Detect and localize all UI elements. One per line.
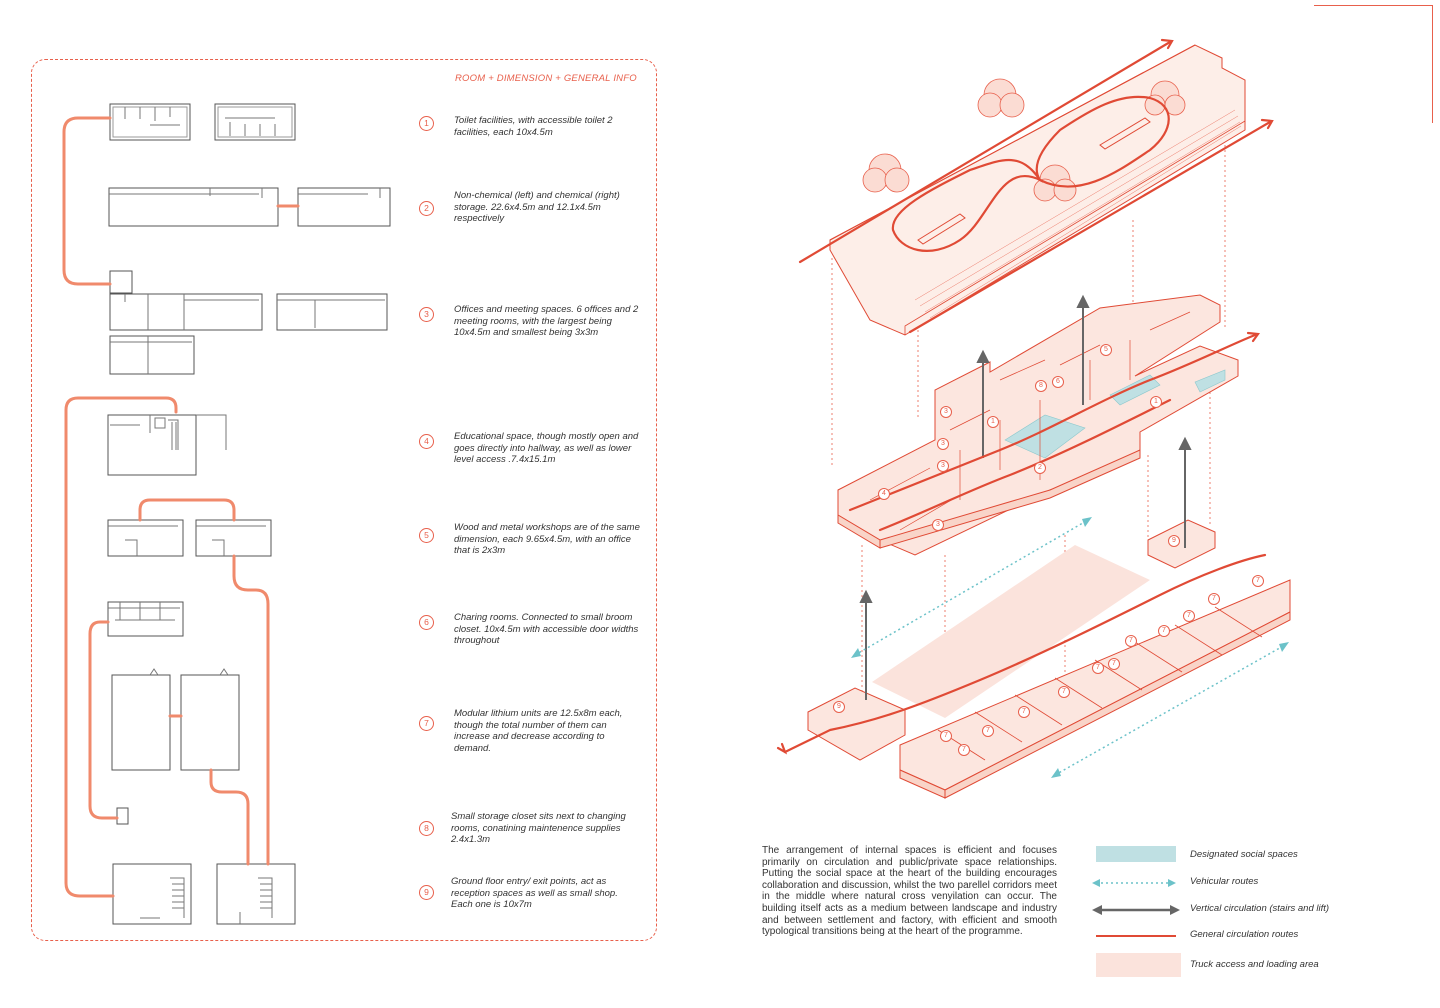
legend-label-vehicular: Vehicular routes xyxy=(1190,876,1259,887)
room-description: Wood and metal workshops are of the same… xyxy=(454,522,640,557)
room-description: Offices and meeting spaces. 6 offices an… xyxy=(454,304,639,339)
room-marker-4: 4 xyxy=(419,434,434,449)
ground-floor-units xyxy=(807,519,1291,799)
room-marker-5: 5 xyxy=(419,528,434,543)
diagram-label: 7 xyxy=(1183,610,1195,622)
plan-education xyxy=(107,414,197,476)
room-description: Toilet facilities, with accessible toile… xyxy=(454,115,613,138)
diagram-label: 7 xyxy=(1208,593,1220,605)
plan-workshop-left xyxy=(107,519,184,557)
diagram-label: 7 xyxy=(1125,635,1137,647)
plan-toilet-left xyxy=(109,103,191,141)
diagram-label: 7 xyxy=(982,725,994,737)
diagram-label: 3 xyxy=(937,460,949,472)
diagram-label: 3 xyxy=(932,519,944,531)
axonometric-diagram xyxy=(776,38,1291,799)
plan-lithium-right xyxy=(180,674,240,771)
diagram-label: 4 xyxy=(878,488,890,500)
diagram-label: 1 xyxy=(987,416,999,428)
vertical-circulation-arrows xyxy=(859,294,1192,700)
plan-closet xyxy=(116,807,129,825)
plan-changing xyxy=(107,601,184,637)
room-number: 5 xyxy=(419,528,434,543)
room-number: 6 xyxy=(419,615,434,630)
room-number: 9 xyxy=(419,885,434,900)
diagram-label: 7 xyxy=(958,744,970,756)
plan-circulation-routes xyxy=(62,116,300,898)
room-number: 3 xyxy=(419,307,434,322)
room-marker-2: 2 xyxy=(419,201,434,216)
plan-lithium-left xyxy=(111,674,171,771)
room-marker-7: 7 xyxy=(419,716,434,731)
room-info-panel xyxy=(31,59,657,941)
plan-offices-main xyxy=(109,293,263,331)
diagram-label: 6 xyxy=(1052,376,1064,388)
tree-icons xyxy=(862,78,1186,202)
room-number: 1 xyxy=(419,116,434,131)
vehicular-route-lines xyxy=(854,519,1286,776)
upper-floor-plan xyxy=(837,294,1239,556)
diagram-label: 2 xyxy=(1034,462,1046,474)
diagram-label: 9 xyxy=(833,701,845,713)
diagram-label: 5 xyxy=(1100,344,1112,356)
diagram-label: 7 xyxy=(940,730,952,742)
diagram-label: 7 xyxy=(1252,575,1264,587)
room-number: 2 xyxy=(419,201,434,216)
room-description: Non-chemical (left) and chemical (right)… xyxy=(454,190,620,225)
legend-swatches xyxy=(1092,846,1181,977)
legend-label-truck: Truck access and loading area xyxy=(1190,959,1319,970)
room-number: 8 xyxy=(419,821,434,836)
room-number: 7 xyxy=(419,716,434,731)
plan-meeting xyxy=(276,293,388,331)
room-marker-1: 1 xyxy=(419,116,434,131)
plan-office-small xyxy=(109,270,133,294)
legend-swatch-truck xyxy=(1096,953,1181,977)
general-circulation-routes xyxy=(776,38,1274,755)
room-marker-9: 9 xyxy=(419,885,434,900)
diagram-label: 7 xyxy=(1092,662,1104,674)
plan-reception-right xyxy=(216,863,296,925)
room-marker-8: 8 xyxy=(419,821,434,836)
diagram-label: 7 xyxy=(1158,625,1170,637)
legend-swatch-social xyxy=(1096,846,1176,862)
diagram-label: 7 xyxy=(1018,706,1030,718)
room-number: 4 xyxy=(419,434,434,449)
plan-reception-left xyxy=(112,863,192,925)
room-marker-3: 3 xyxy=(419,307,434,322)
diagram-label: 9 xyxy=(1168,535,1180,547)
room-description: Ground floor entry/ exit points, act as … xyxy=(451,876,618,911)
panel-title: ROOM + DIMENSION + GENERAL INFO xyxy=(455,73,637,84)
room-description: Educational space, though mostly open an… xyxy=(454,431,639,466)
plan-toilet-right xyxy=(214,103,296,141)
room-description: Small storage closet sits next to changi… xyxy=(451,811,626,846)
plan-workshop-right xyxy=(195,519,272,557)
corner-frame-mark xyxy=(1314,5,1433,123)
description-paragraph: The arrangement of internal spaces is ef… xyxy=(762,845,1057,938)
plan-office-lower xyxy=(109,335,195,375)
diagram-label: 7 xyxy=(1108,658,1120,670)
diagram-label: 8 xyxy=(1035,380,1047,392)
legend-label-vertical: Vertical circulation (stairs and lift) xyxy=(1190,903,1330,914)
truck-loading-area xyxy=(872,545,1150,718)
diagram-label: 7 xyxy=(1058,686,1070,698)
diagram-label: 3 xyxy=(937,438,949,450)
legend-label-general: General circulation routes xyxy=(1190,929,1299,940)
roof-landscape-slab xyxy=(829,44,1246,336)
diagram-label: 3 xyxy=(940,406,952,418)
room-description: Charing rooms. Connected to small broom … xyxy=(454,612,639,647)
room-description: Modular lithium units are 12.5x8m each, … xyxy=(454,708,623,754)
diagram-label: 1 xyxy=(1150,396,1162,408)
legend-label-social: Designated social spaces xyxy=(1190,849,1298,860)
room-marker-6: 6 xyxy=(419,615,434,630)
